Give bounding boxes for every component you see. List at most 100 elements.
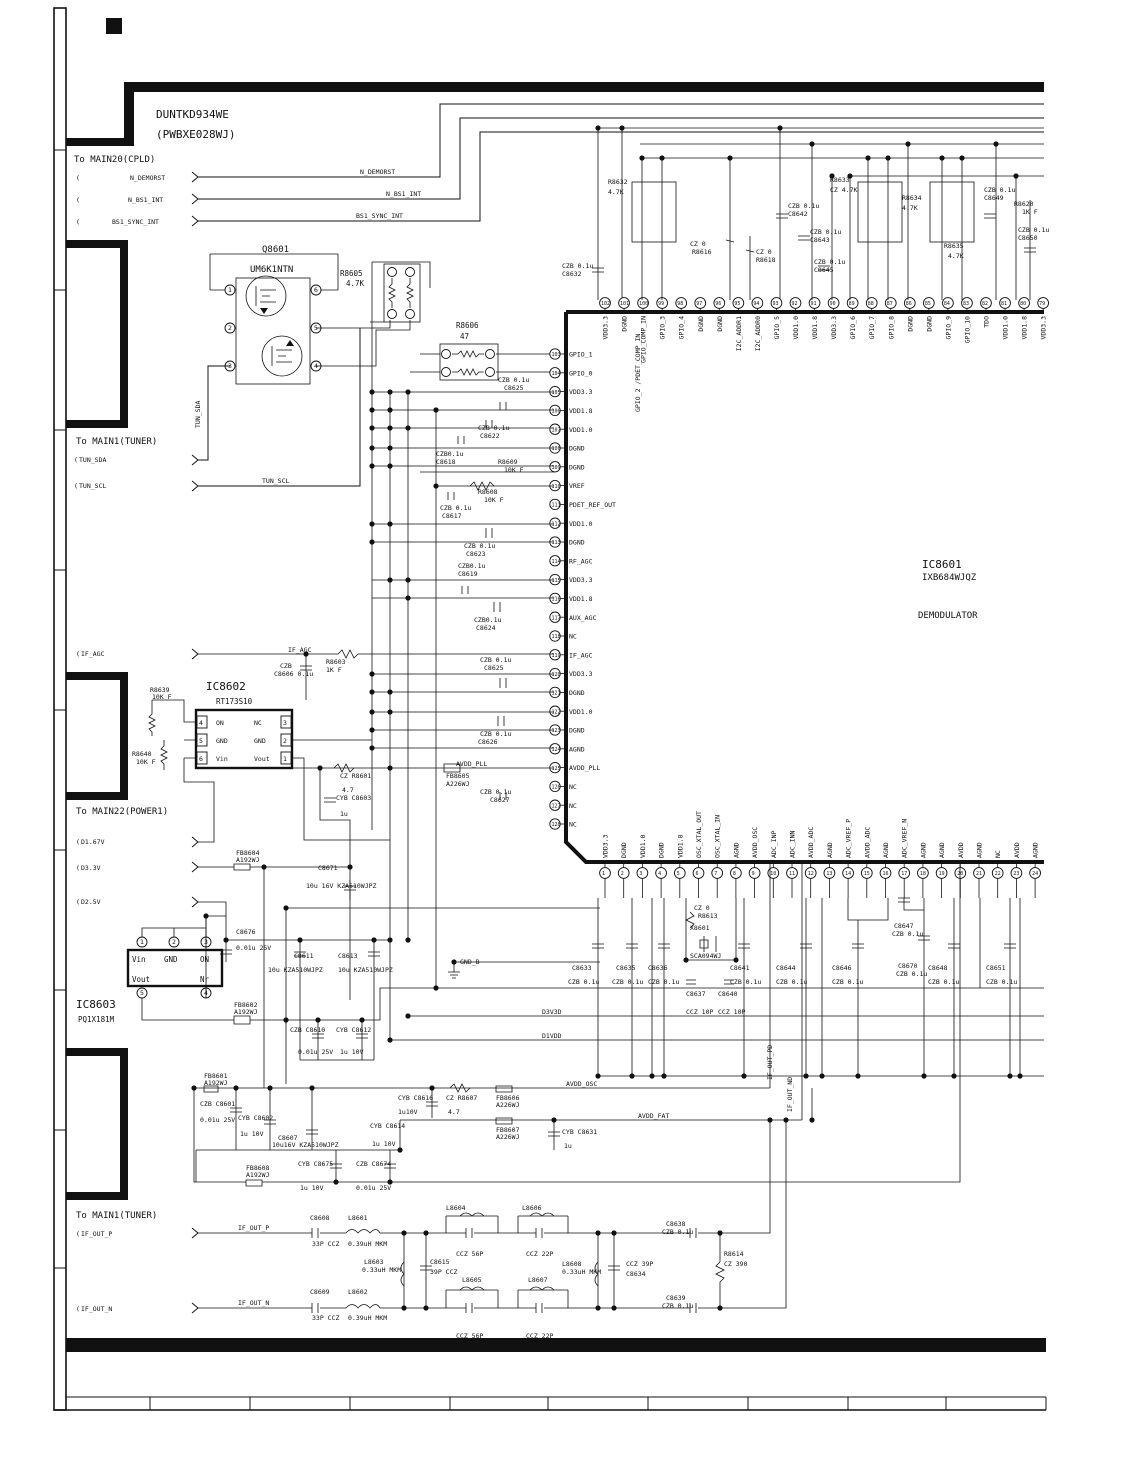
svg-text:0.01u 25V: 0.01u 25V (356, 1184, 391, 1192)
svg-text:1u 10V: 1u 10V (340, 1048, 364, 1056)
ic8601-pin-number: 118 (552, 634, 561, 640)
svg-text:CCZ 10P: CCZ 10P (686, 1008, 713, 1016)
junction-dot (369, 463, 375, 469)
ic8601-pin-name: AVDD_ADC (807, 827, 815, 858)
ic8601-pin-number: 24 (1032, 871, 1038, 877)
svg-text:CZ R8601: CZ R8601 (340, 772, 371, 780)
svg-text:A192WJ: A192WJ (246, 1171, 270, 1179)
svg-text:C8636: C8636 (648, 964, 668, 972)
junction-dot (423, 1305, 429, 1311)
left-bypass-network (198, 391, 554, 1040)
ic8601-pin-name: VDD1.8 (569, 407, 593, 415)
svg-text:(: ( (76, 1305, 80, 1313)
svg-text:10K F: 10K F (484, 496, 504, 504)
ic8601-pin-number: 108 (552, 446, 561, 452)
ic8601-pin-number: 92 (792, 301, 798, 307)
svg-text:CYB C8612: CYB C8612 (336, 1026, 371, 1034)
junction-dot (387, 425, 393, 431)
svg-text:5: 5 (140, 989, 144, 997)
junction-dot (369, 671, 375, 677)
junction-dot (387, 577, 393, 583)
svg-text:C8619: C8619 (458, 570, 478, 578)
junction-dot (261, 864, 267, 870)
junction-dot (387, 445, 393, 451)
ic8601-pin-name: VDD3.3 (830, 316, 838, 340)
ic8601-pin-name: AGND (826, 842, 834, 858)
ic8601-pin-name: AVDD (1013, 842, 1021, 858)
svg-text:CZB 0.1u: CZB 0.1u (440, 504, 471, 512)
junction-dot (387, 689, 393, 695)
net-label: IF_OUT_P (238, 1224, 269, 1232)
svg-text:CZB 0.1u: CZB 0.1u (480, 730, 511, 738)
svg-text:CZB 0.1u: CZB 0.1u (480, 788, 511, 796)
ic8601-pin-name: NC (569, 821, 577, 829)
component-ref: Q8601 (262, 245, 289, 255)
svg-text:C8615: C8615 (430, 1258, 450, 1266)
svg-text:R8632: R8632 (608, 178, 628, 186)
svg-text:CZB 0.1u: CZB 0.1u (832, 978, 863, 986)
ic8601-pin-number: 101 (620, 301, 629, 307)
svg-text:(: ( (76, 838, 80, 846)
junction-dot (369, 445, 375, 451)
junction-dot (369, 727, 375, 733)
ic8601-pin-number: 7 (714, 871, 717, 877)
junction-dot (387, 407, 393, 413)
svg-text:(: ( (76, 218, 80, 226)
ic8601-pin-number: 22 (995, 871, 1001, 877)
net-label: GND_B (460, 958, 480, 966)
svg-text:CZB 0.1u: CZB 0.1u (814, 258, 845, 266)
svg-text:0.01u 25V: 0.01u 25V (236, 944, 271, 952)
svg-text:X8601: X8601 (690, 924, 710, 932)
ic8601-pin-name: DGND (906, 316, 914, 332)
junction-dot (315, 1017, 321, 1023)
junction-dot (939, 155, 945, 161)
svg-text:C8623: C8623 (466, 550, 486, 558)
svg-text:4.7: 4.7 (342, 786, 354, 794)
svg-text:(: ( (76, 864, 80, 872)
net-label: AVDD_PLL (456, 760, 487, 768)
svg-text:CZB: CZB (280, 662, 292, 670)
svg-text:C8627: C8627 (490, 796, 510, 804)
junction-dot (803, 1073, 809, 1079)
svg-text:4.7K: 4.7K (948, 252, 964, 260)
svg-text:FB8605: FB8605 (446, 772, 470, 780)
junction-dot (369, 521, 375, 527)
connector-title: To MAIN1(TUNER) (76, 437, 157, 447)
svg-text:C8606 0.1u: C8606 0.1u (274, 670, 313, 678)
ic8601-pin-number: 5 (677, 871, 680, 877)
svg-text:2: 2 (172, 938, 176, 946)
svg-text:10u 16V KZA510WJPZ: 10u 16V KZA510WJPZ (306, 882, 377, 890)
svg-text:CZB0.1u: CZB0.1u (458, 562, 485, 570)
ic8601-pin-number: 98 (677, 301, 683, 307)
ic8601-pin-number: 117 (552, 615, 561, 621)
ic8601-pin-name: AGND (732, 842, 740, 858)
svg-text:C8643: C8643 (810, 236, 830, 244)
ic8601-pin-number: 126 (552, 785, 561, 791)
ic8601-pin-name: VDD1.8 (676, 834, 684, 858)
junction-dot (387, 1037, 393, 1043)
ic8601-pin-number: 96 (715, 301, 721, 307)
svg-text:1u 10V: 1u 10V (300, 1184, 324, 1192)
ic8601-pin-name: GPIO_8 (887, 316, 895, 340)
connector-signal: IF_OUT_P (81, 1230, 112, 1238)
ic8601-bottom-pins: 1VDD3.32DGND3VDD1.04DGND5VDD1.86OSC_XTAL… (599, 811, 1041, 898)
ic8601-pin-number: 80 (1020, 301, 1026, 307)
junction-dot (297, 937, 303, 943)
junction-dot (885, 155, 891, 161)
